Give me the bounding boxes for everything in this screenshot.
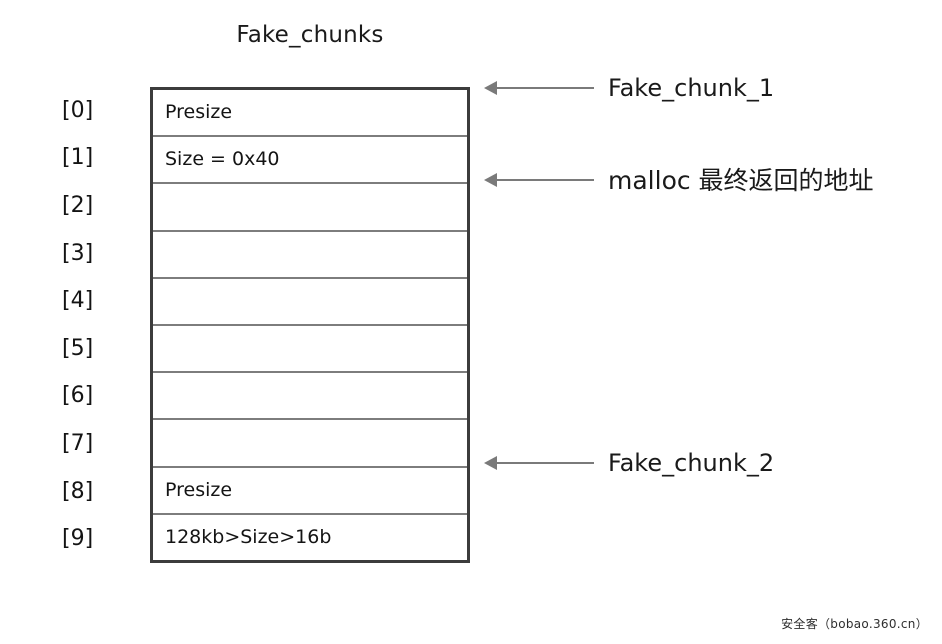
callout-label-malloc-return-address: malloc 最终返回的地址 — [608, 165, 874, 195]
table-row — [153, 182, 467, 229]
callout-fake-chunk-1: Fake_chunk_1 — [484, 74, 775, 102]
table-row: 128kb>Size>16b — [153, 512, 467, 560]
index-label-3: [3] — [62, 240, 94, 266]
callout-label-fake-chunk-2: Fake_chunk_2 — [608, 449, 775, 477]
cell-value-9: 128kb>Size>16b — [165, 525, 332, 548]
index-column: [0] [1] [2] [3] [4] [5] [6] [7] [8] [9] — [55, 87, 135, 563]
table-row: Presize — [153, 465, 467, 513]
index-label-8: [8] — [62, 478, 94, 504]
table-row: Presize — [153, 90, 467, 135]
index-label-9: [9] — [62, 526, 94, 552]
table-row: Size = 0x40 — [153, 135, 467, 182]
index-label-5: [5] — [62, 335, 94, 361]
page-title: Fake_chunks — [236, 22, 384, 48]
callout-fake-chunk-2: Fake_chunk_2 — [484, 449, 775, 477]
index-label-0: [0] — [62, 97, 94, 123]
cell-value-1: Size = 0x40 — [165, 148, 280, 171]
table-row — [153, 371, 467, 418]
table-row — [153, 229, 467, 277]
index-label-6: [6] — [62, 383, 94, 409]
left-arrow-icon — [484, 78, 594, 98]
table-row — [153, 276, 467, 324]
memory-table: Presize Size = 0x40 Presize 128kb>Size>1… — [150, 87, 470, 563]
table-row — [153, 418, 467, 465]
left-arrow-icon — [484, 453, 594, 473]
left-arrow-icon — [484, 170, 594, 190]
table-row — [153, 324, 467, 371]
index-label-7: [7] — [62, 430, 94, 456]
watermark: 安全客（bobao.360.cn） — [781, 617, 928, 631]
cell-value-0: Presize — [165, 101, 233, 124]
cell-value-8: Presize — [165, 478, 233, 501]
index-label-1: [1] — [62, 145, 94, 171]
index-label-2: [2] — [62, 192, 94, 218]
index-label-4: [4] — [62, 288, 94, 314]
callout-malloc-return-address: malloc 最终返回的地址 — [484, 165, 874, 195]
callout-label-fake-chunk-1: Fake_chunk_1 — [608, 74, 775, 102]
